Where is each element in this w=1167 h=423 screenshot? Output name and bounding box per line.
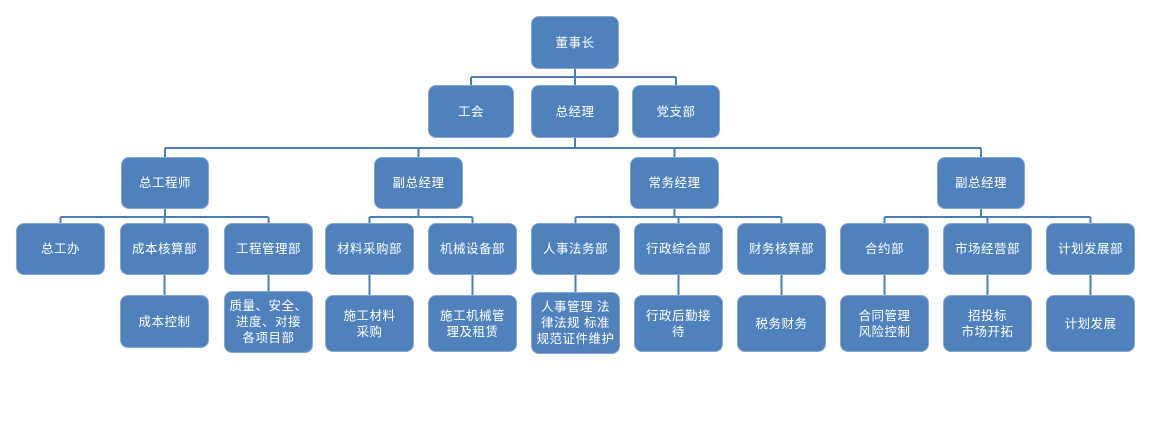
org-node-plan-development: 计划发展 xyxy=(1046,295,1135,352)
org-node-deputy-gm-1: 副总经理 xyxy=(374,157,463,209)
org-node-label: 税务财务 xyxy=(755,316,808,331)
org-node-market-operations: 市场经营部 xyxy=(943,223,1032,275)
org-node-label: 党支部 xyxy=(656,104,696,119)
org-node-general-office: 总工办 xyxy=(16,223,105,275)
org-node-label: 人事法务部 xyxy=(542,242,608,256)
org-node-label: 董事长 xyxy=(555,35,595,50)
org-node-quality-safety: 质量、安全、 进度、对接 各项目部 xyxy=(224,291,313,353)
org-node-label: 工程管理部 xyxy=(235,242,301,256)
org-node-hr-detail: 人事管理 法 律法规 标准 规范证件维护 xyxy=(531,292,620,354)
org-node-label: 质量、安全、 进度、对接 各项目部 xyxy=(229,299,308,345)
org-node-label: 人事管理 法 律法规 标准 规范证件维护 xyxy=(536,300,615,346)
org-node-label: 工会 xyxy=(457,104,484,119)
connector-chief-engineer xyxy=(59,209,270,223)
org-node-cost-control: 成本控制 xyxy=(120,295,209,348)
org-node-tax-finance: 税务财务 xyxy=(737,295,826,352)
org-node-deputy-gm-2: 副总经理 xyxy=(937,157,1025,209)
org-node-label: 行政综合部 xyxy=(645,242,711,256)
org-node-label: 招投标 市场开拓 xyxy=(961,308,1014,339)
org-node-contract-dept: 合约部 xyxy=(840,223,929,275)
org-node-label: 市场经营部 xyxy=(954,242,1020,256)
org-node-machinery-rental: 施工机械管 理及租赁 xyxy=(428,295,517,352)
org-node-construction-materials: 施工材料 采购 xyxy=(325,295,414,352)
org-node-finance-accounting: 财务核算部 xyxy=(737,223,826,275)
org-node-label: 计划发展部 xyxy=(1057,242,1123,256)
connector-gm xyxy=(164,138,982,157)
org-node-label: 总工程师 xyxy=(138,176,191,190)
org-node-union: 工会 xyxy=(428,85,514,138)
connector-executive-manager xyxy=(574,209,783,223)
org-node-label: 施工机械管 理及租赁 xyxy=(439,308,505,339)
org-node-label: 行政后勤接 待 xyxy=(645,308,711,339)
org-node-chairman: 董事长 xyxy=(531,16,619,69)
connector-chairman xyxy=(470,69,677,85)
org-node-label: 合约部 xyxy=(864,242,904,256)
org-node-machinery-equipment: 机械设备部 xyxy=(428,223,517,275)
org-node-label: 成本控制 xyxy=(138,314,191,329)
org-node-engineering-mgmt: 工程管理部 xyxy=(224,223,313,275)
org-node-label: 副总经理 xyxy=(392,176,445,190)
org-node-planning-dev: 计划发展部 xyxy=(1046,223,1135,275)
org-node-label: 计划发展 xyxy=(1064,316,1117,331)
org-node-label: 机械设备部 xyxy=(439,242,505,256)
org-node-material-procurement: 材料采购部 xyxy=(325,223,414,275)
org-node-party-branch: 党支部 xyxy=(632,85,720,138)
org-node-label: 总经理 xyxy=(555,104,595,119)
org-node-label: 施工材料 采购 xyxy=(343,308,396,339)
org-node-gm: 总经理 xyxy=(531,85,619,138)
org-node-bidding-market: 招投标 市场开拓 xyxy=(943,295,1032,352)
org-node-label: 材料采购部 xyxy=(336,242,402,256)
org-node-hr-legal: 人事法务部 xyxy=(531,223,620,275)
org-node-label: 合同管理 风险控制 xyxy=(858,308,911,339)
org-node-label: 副总经理 xyxy=(954,176,1007,190)
org-node-label: 成本核算部 xyxy=(131,242,197,256)
org-node-label: 财务核算部 xyxy=(748,242,814,256)
org-node-executive-manager: 常务经理 xyxy=(630,157,719,209)
connector-deputy-gm-1 xyxy=(368,209,474,223)
org-node-label: 常务经理 xyxy=(648,176,701,190)
connector-deputy-gm-2 xyxy=(883,209,1092,223)
org-node-admin-logistics: 行政后勤接 待 xyxy=(634,295,723,352)
org-node-chief-engineer: 总工程师 xyxy=(121,157,209,209)
org-node-admin-general: 行政综合部 xyxy=(634,223,723,275)
org-node-label: 总工办 xyxy=(40,242,80,256)
org-node-cost-accounting: 成本核算部 xyxy=(120,223,209,275)
org-node-contract-risk: 合同管理 风险控制 xyxy=(840,295,929,352)
